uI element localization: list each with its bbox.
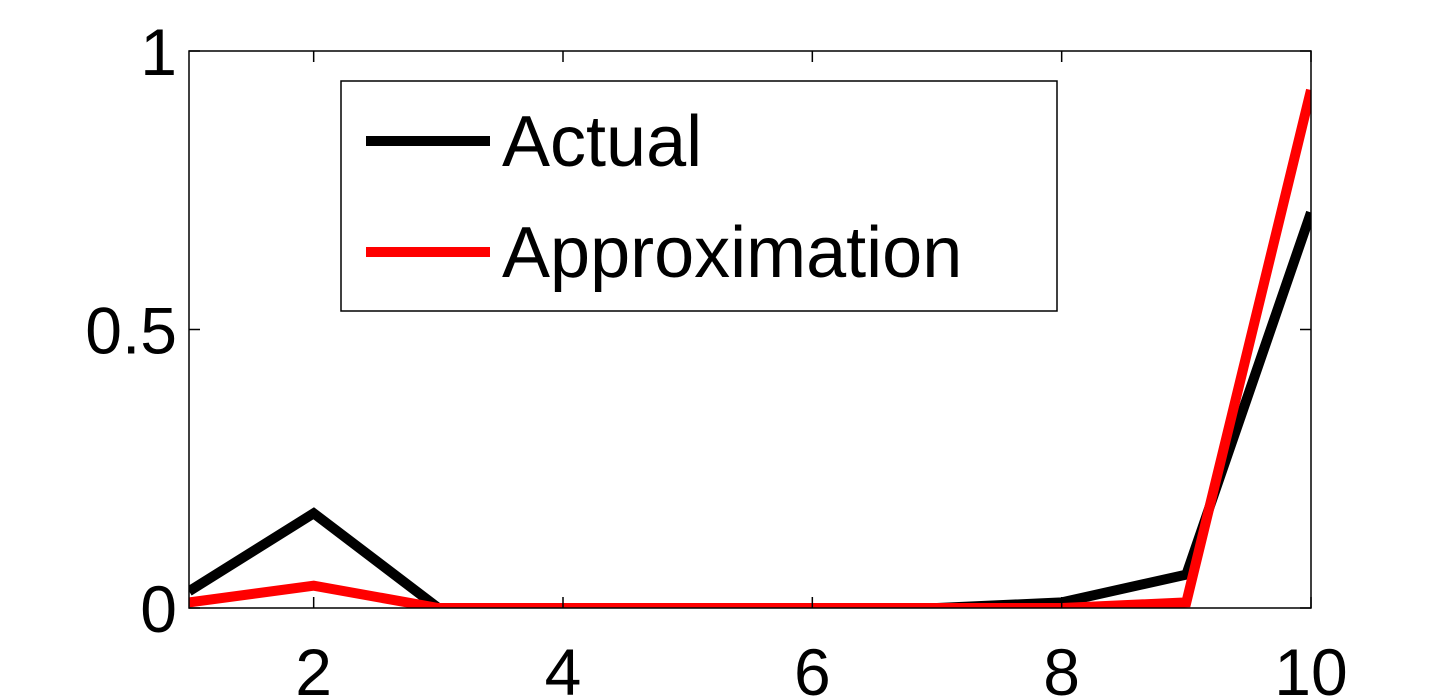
x-tick-label: 8 — [1043, 635, 1080, 697]
legend-label-actual: Actual — [502, 102, 702, 182]
y-tick-label: 0.5 — [85, 294, 177, 368]
x-tick-label: 6 — [794, 635, 831, 697]
axis-ticks — [189, 50, 1312, 609]
legend-box — [340, 80, 1058, 312]
x-tick-label: 2 — [295, 635, 332, 697]
series-line-approximation — [189, 88, 1311, 608]
legend-label-approximation: Approximation — [502, 213, 962, 293]
x-tick-label: 10 — [1274, 635, 1347, 697]
y-tick-label: 0 — [140, 572, 177, 646]
x-tick-label: 4 — [545, 635, 582, 697]
y-tick-label: 1 — [140, 15, 177, 89]
axis-tick-labels: 2 4 6 8 10 0 0.5 1 — [85, 15, 1347, 697]
series-line-actual — [189, 210, 1311, 608]
legend: Actual Approximation — [340, 80, 1058, 312]
